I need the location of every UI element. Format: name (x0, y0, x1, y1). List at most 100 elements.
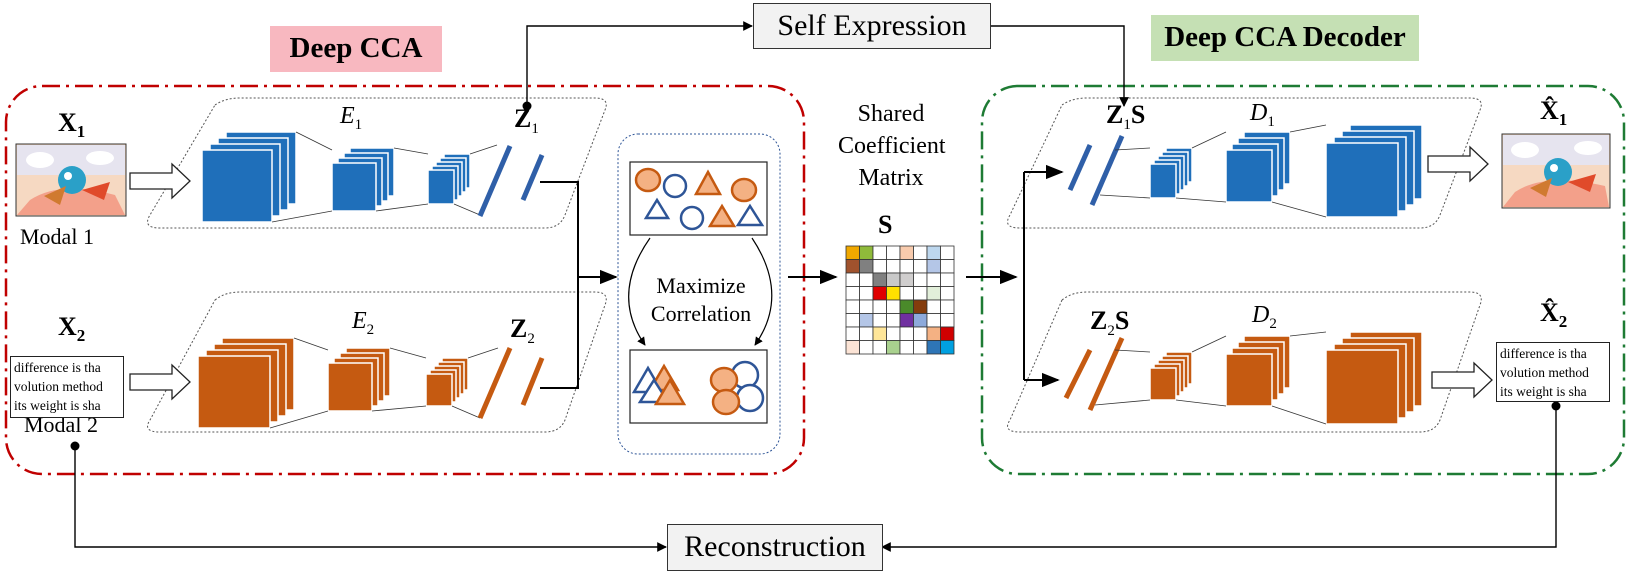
matrix-cell (899, 286, 914, 301)
input-arrow-1 (129, 162, 191, 200)
d1-sub: 1 (1267, 113, 1275, 130)
x2-hat-text-card: difference is tha volution method its we… (1496, 342, 1610, 402)
matrix-cell (859, 286, 874, 301)
e2-sub: 2 (366, 321, 375, 338)
decoder2-connectors (1094, 331, 1327, 425)
matrix-cell (926, 245, 941, 260)
x1-hat-label: X̂1 (1540, 96, 1567, 130)
x2-hat-label: X̂2 (1540, 298, 1567, 332)
x1-sub: 1 (76, 122, 86, 142)
matrix-cell (913, 259, 928, 274)
z2s-main: Z (1090, 306, 1108, 335)
encoder1-connectors (271, 131, 498, 223)
matrix-cell (859, 340, 874, 355)
decoder1-layers (1149, 124, 1423, 218)
s-symbol: S (878, 210, 893, 239)
matrix-cell (926, 326, 941, 341)
matrix-cell (859, 245, 874, 260)
z2-label: Z2 (510, 314, 535, 348)
x1-label: X1 (58, 108, 85, 142)
matrix-cell (940, 286, 955, 301)
matrix-cell (886, 245, 901, 260)
z1s-s: S (1130, 100, 1146, 129)
matrix-cell (926, 340, 941, 355)
matrix-cell (899, 259, 914, 274)
matrix-cell (940, 326, 955, 341)
matrix-cell (872, 245, 887, 260)
modal2-tap-dot (70, 441, 80, 451)
matrix-cell (845, 286, 860, 301)
maximize-correlation-label: Maximize Correlation (640, 272, 762, 328)
input-arrow-2 (129, 363, 191, 401)
matrix-cell (859, 272, 874, 287)
matrix-cell (940, 313, 955, 328)
output-arrow-1 (1427, 145, 1489, 183)
x1-main: X (58, 108, 77, 137)
matrix-cell (926, 299, 941, 314)
matrix-cell (845, 245, 860, 260)
matrix-cell (913, 245, 928, 260)
correlation-arrow-left (628, 237, 651, 346)
connections (540, 164, 1064, 389)
deep-cca-container (4, 84, 806, 476)
matrix-cell (899, 340, 914, 355)
encoder1-area (147, 97, 607, 229)
shared-matrix-caption: Shared Coefficient Matrix (838, 98, 946, 194)
matrix-cell (913, 313, 928, 328)
matrix-cell (913, 340, 928, 355)
matrix-cell (926, 259, 941, 274)
matrix-cell (926, 286, 941, 301)
decoder1-area (1007, 97, 1482, 229)
matrix-cell (872, 272, 887, 287)
matrix-cell (926, 313, 941, 328)
modal1-label: Modal 1 (20, 224, 94, 249)
x2-hat-sub: 2 (1558, 312, 1568, 332)
x2-hat-text-line2: volution method (1500, 365, 1589, 380)
matrix-cell (845, 326, 860, 341)
z1-main: Z (514, 104, 532, 133)
maximize-line2: Correlation (650, 301, 752, 326)
matrix-cell (940, 245, 955, 260)
matrix-cell (845, 272, 860, 287)
matrix-cell (845, 259, 860, 274)
matrix-cell (886, 340, 901, 355)
z2-main: Z (510, 314, 528, 343)
x1-hat-image (1501, 133, 1611, 209)
z1-tap-dot (522, 101, 532, 111)
x2-hat-main: X̂ (1540, 298, 1559, 327)
matrix-cell (845, 340, 860, 355)
correlation-arrow-right (751, 237, 773, 346)
modal2-text-line2: volution method (14, 379, 103, 394)
deep-cca-decoder-container (980, 84, 1626, 476)
matrix-cell (845, 313, 860, 328)
x2-main: X (58, 312, 77, 341)
x2-sub: 2 (76, 326, 86, 346)
scattered-shapes (634, 167, 765, 231)
x2hat-tap-dot (1551, 401, 1561, 411)
encoder2-layers (197, 337, 469, 429)
matrix-cell (872, 340, 887, 355)
shared-line2: Coefficient (838, 133, 946, 159)
x2-label: X2 (58, 312, 85, 346)
z2s-label: Z2S (1090, 306, 1129, 340)
matrix-cell (872, 299, 887, 314)
x1-hat-sub: 1 (1558, 110, 1568, 130)
z2-bars (477, 347, 545, 419)
matrix-cell (872, 259, 887, 274)
z1s-label: Z1S (1106, 100, 1145, 134)
e2-main: E (352, 308, 367, 334)
x2-hat-text-line3: its weight is sha (1500, 384, 1587, 399)
matrix-cell (913, 286, 928, 301)
matrix-cell (913, 272, 928, 287)
matrix-cell (859, 326, 874, 341)
matrix-cell (872, 326, 887, 341)
e1-label: E1 (340, 103, 362, 134)
matrix-cell (940, 272, 955, 287)
d2-label: D2 (1252, 302, 1277, 333)
z2s-sub: 2 (1107, 323, 1115, 340)
z1-sub: 1 (531, 121, 539, 138)
matrix-cell (886, 313, 901, 328)
shared-line3: Matrix (858, 165, 924, 191)
matrix-cell (899, 313, 914, 328)
shared-coefficient-matrix (845, 245, 955, 355)
